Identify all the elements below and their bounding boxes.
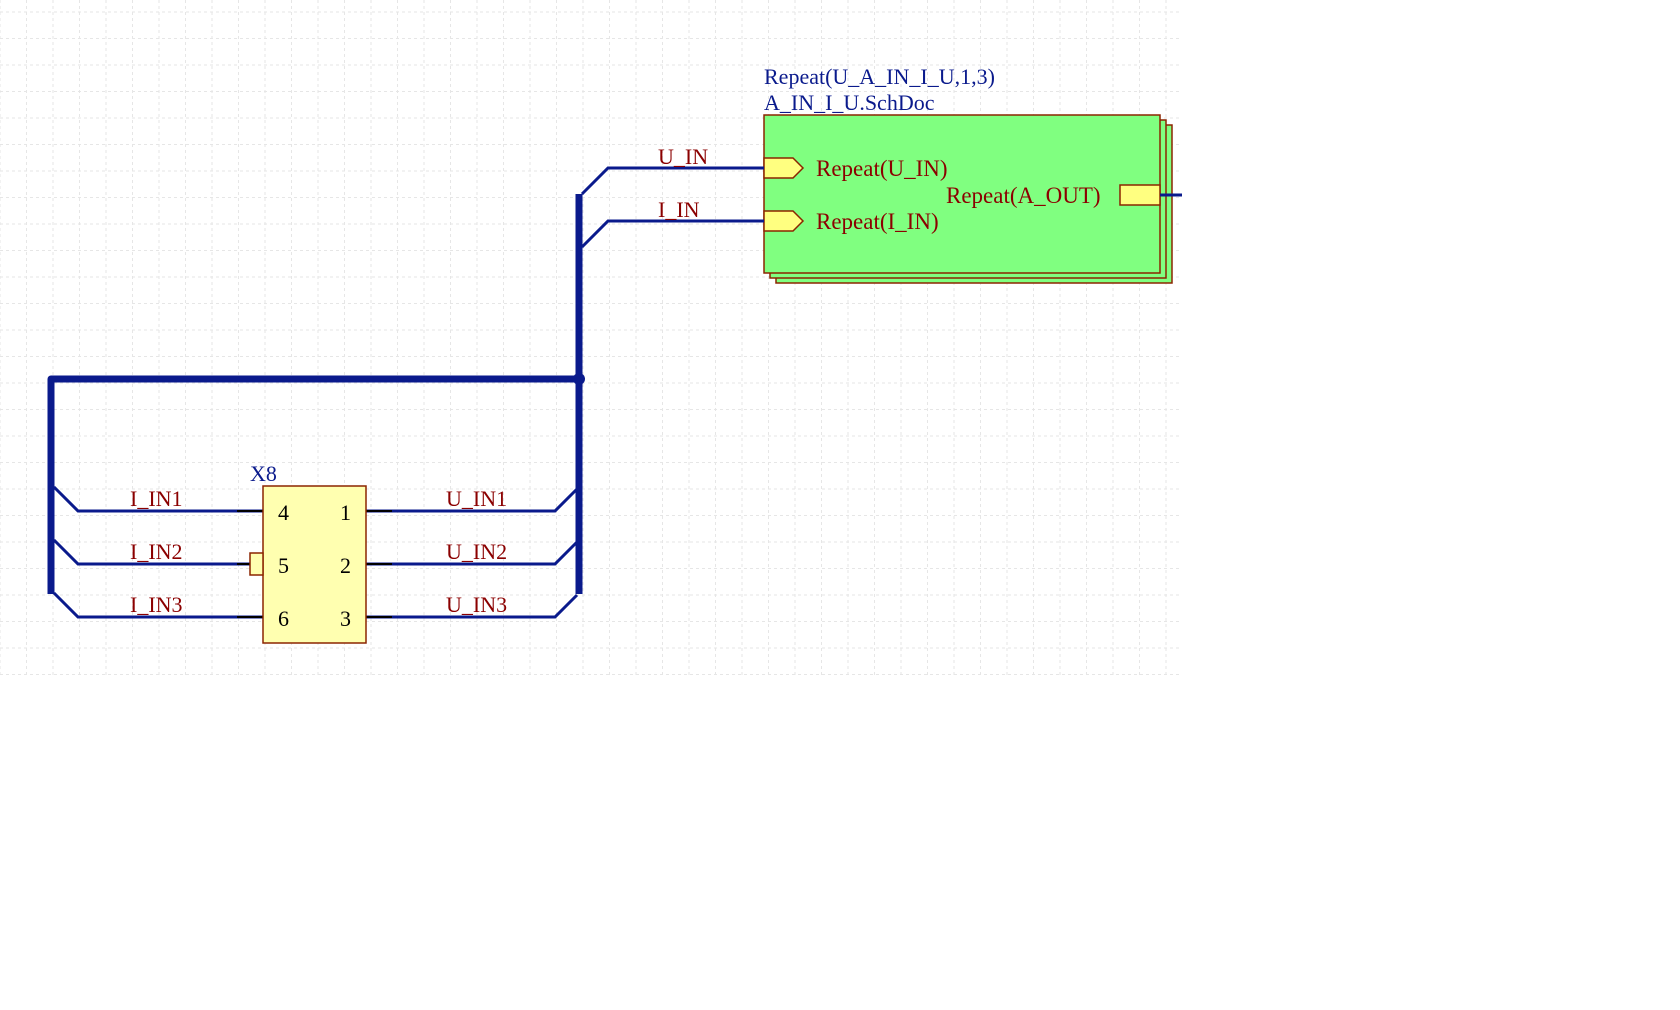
net-label-i-in3: I_IN3 [130,592,183,617]
sheet-entry-a-out-label: Repeat(A_OUT) [946,183,1101,208]
net-label-u-in1: U_IN1 [446,486,507,511]
wire-u-in1[interactable] [366,487,579,513]
bus-junction [573,373,585,385]
pin-5-marker [249,552,264,576]
sheet-entry-a-out-port[interactable] [1119,184,1161,206]
pin-number-left-1: 5 [278,553,289,578]
sheet-symbol[interactable]: Repeat(U_IN) Repeat(I_IN) Repeat(A_OUT) … [763,64,1173,284]
sheet-entry-u-in-label: Repeat(U_IN) [816,156,948,181]
sheet-entry-i-in-label: Repeat(I_IN) [816,209,939,234]
pin-number-right-0: 1 [340,500,351,525]
sheet-symbol-body[interactable] [763,114,1161,274]
component-designator: X8 [250,461,277,486]
pin-number-left-2: 6 [278,606,289,631]
sheet-symbol-designator: Repeat(U_A_IN_I_U,1,3) [764,64,995,89]
wire-i-in3[interactable] [52,591,263,619]
wire-u-in[interactable] [580,166,764,196]
pin-number-right-2: 3 [340,606,351,631]
pin-number-right-1: 2 [340,553,351,578]
net-label-u-in: U_IN [658,144,708,169]
schematic-grid [0,0,1182,675]
wire-i-in1[interactable] [52,485,263,513]
sheet-entry-u-in-port[interactable] [763,157,805,179]
net-label-i-in: I_IN [658,197,700,222]
net-label-u-in3: U_IN3 [446,592,507,617]
sheet-entry-i-in-port[interactable] [763,210,805,232]
wire-u-in3[interactable] [366,593,579,619]
net-label-u-in2: U_IN2 [446,539,507,564]
bus-horizontal[interactable] [47,375,579,594]
wire-i-in2[interactable] [52,538,263,566]
sheet-symbol-filename: A_IN_I_U.SchDoc [764,90,935,115]
wire-u-in2[interactable] [366,540,579,566]
wire-i-in[interactable] [580,219,764,249]
component-x8[interactable]: X8 4 5 6 1 2 3 [237,461,392,644]
net-label-i-in1: I_IN1 [130,486,183,511]
net-label-i-in2: I_IN2 [130,539,183,564]
pin-number-left-0: 4 [278,500,289,525]
component-x8-body[interactable] [262,485,367,644]
